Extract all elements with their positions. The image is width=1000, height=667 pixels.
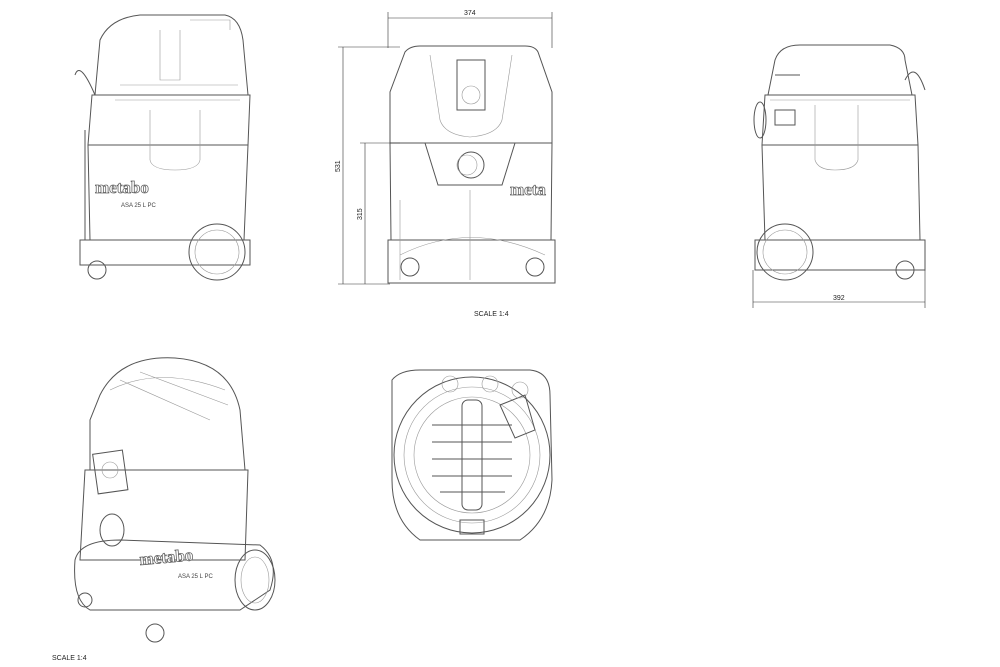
model-label-iso: ASA 25 L PC (178, 574, 213, 580)
side-view-right: 392 (752, 44, 926, 308)
brand-logo-iso: metabo (139, 545, 194, 569)
side-view-left: metabo ASA 25 L PC (74, 14, 251, 281)
dimension-height-lower: 315 (357, 208, 364, 220)
brand-logo-front: meta (510, 180, 546, 199)
brand-logo: metabo (95, 178, 149, 197)
isometric-view: metabo ASA 25 L PC SCALE 1:4 (52, 357, 276, 662)
dimension-height-total: 531 (335, 160, 342, 172)
model-label: ASA 25 L PC (121, 203, 156, 209)
scale-label-top: SCALE 1:4 (474, 311, 509, 318)
dimension-depth: 392 (833, 295, 845, 302)
scale-label-iso: SCALE 1:4 (52, 655, 87, 662)
dimension-width: 374 (464, 10, 476, 17)
top-view (391, 369, 553, 541)
front-view: meta 374 531 315 SCALE 1:4 (335, 10, 556, 318)
